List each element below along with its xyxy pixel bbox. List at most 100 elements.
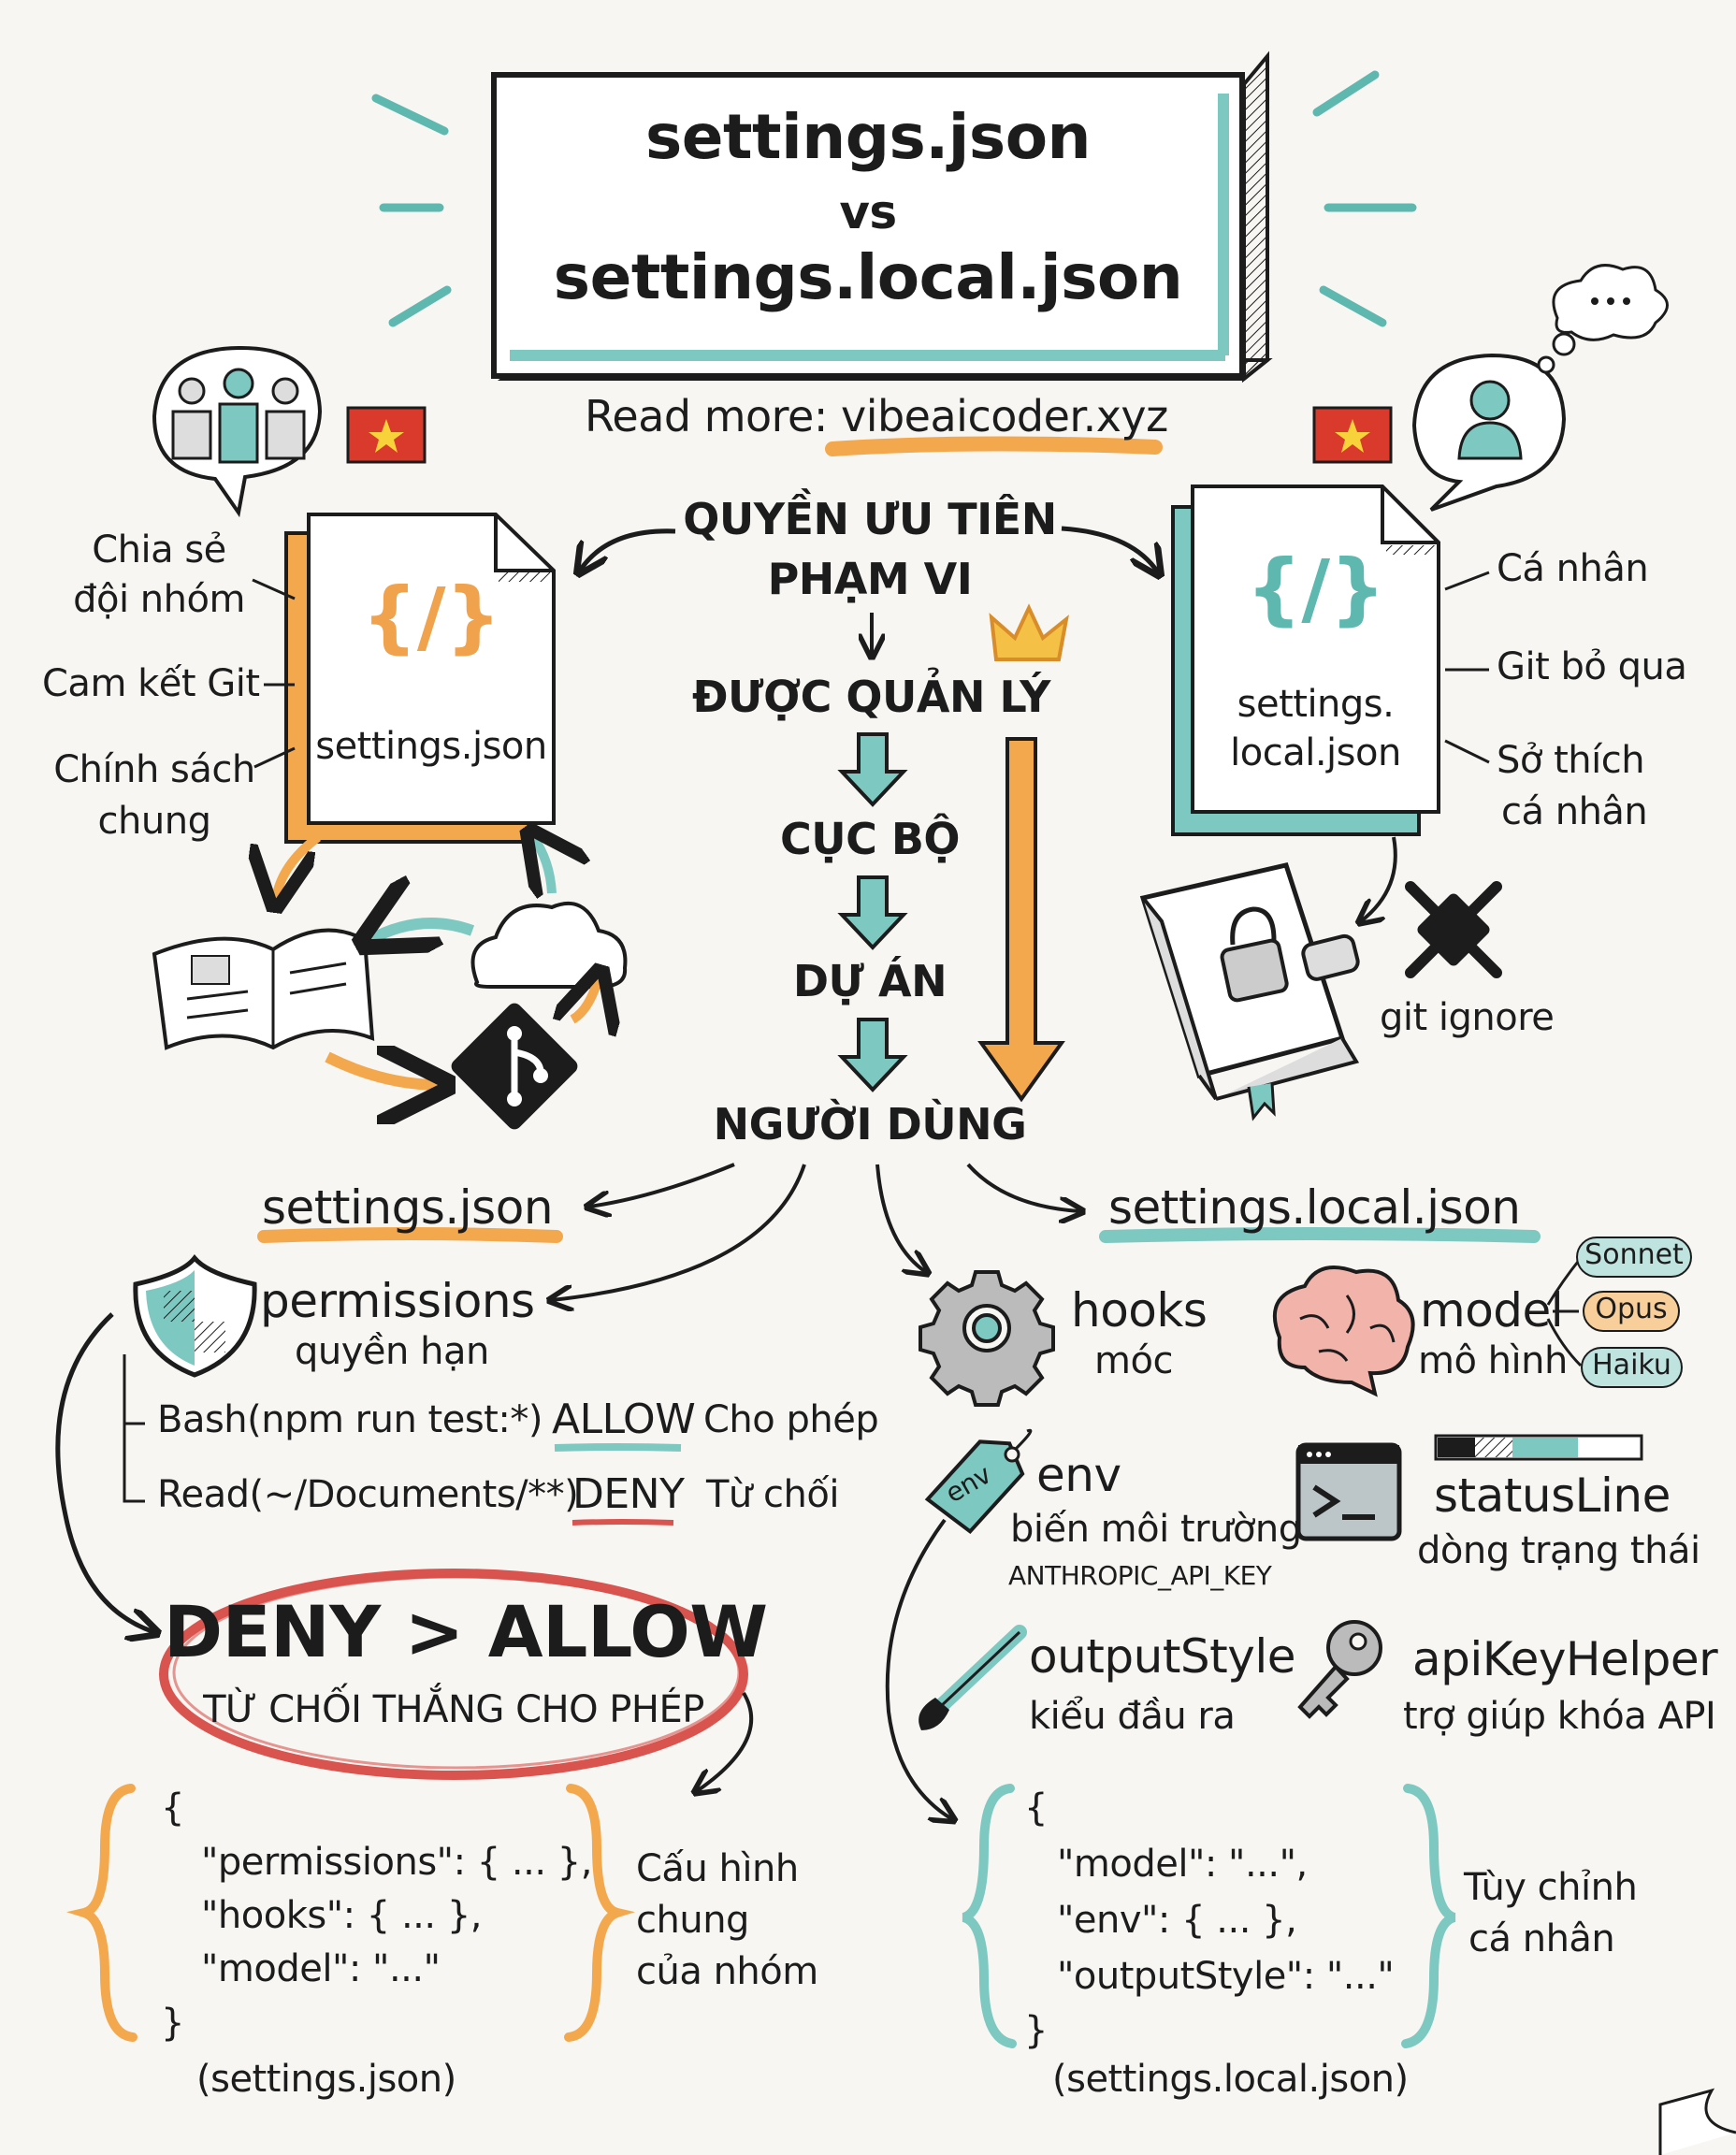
- deny-allow-ellipse: [159, 1569, 748, 1780]
- right-note-preferences: Sở thích: [1497, 739, 1645, 782]
- right-code-line-env: "env": { ... },: [1057, 1899, 1297, 1942]
- rule-read-vi: Từ chối: [706, 1473, 839, 1516]
- left-side-note-3: của nhóm: [636, 1950, 818, 1993]
- flow-step-project: DỰ ÁN: [792, 956, 948, 1006]
- git-icon: [451, 1003, 578, 1130]
- left-side-note-2: chung: [636, 1899, 749, 1942]
- rule-read-deny: DENY: [572, 1470, 685, 1518]
- right-side-note-2: cá nhân: [1468, 1917, 1615, 1960]
- left-doc-code-icon: {/}: [361, 571, 501, 662]
- status-line-label: statusLine: [1434, 1468, 1671, 1523]
- shield-icon: [133, 1253, 257, 1378]
- flow-step-local: CỤC BỘ: [779, 814, 961, 864]
- api-key-helper-vi: trợ giúp khóa API: [1403, 1695, 1716, 1738]
- permissions-vi: quyền hạn: [295, 1330, 489, 1373]
- hooks-label: hooks: [1071, 1283, 1208, 1338]
- deny-over-allow-vi: TỪ CHỐI THẮNG CHO PHÉP: [203, 1688, 704, 1731]
- left-code-open: {: [161, 1786, 184, 1830]
- read-more-link[interactable]: Read more: vibeaicoder.xyz: [585, 391, 1168, 441]
- arrow-to-right-code: [885, 1518, 952, 1819]
- title-line-2: settings.local.json: [553, 241, 1183, 313]
- right-code-brace-open: [962, 1784, 1017, 2048]
- settings-local-json-document: [1171, 485, 1440, 836]
- model-badge-haiku: Haiku: [1581, 1347, 1683, 1388]
- left-code-line-model: "model": "...": [201, 1947, 441, 1990]
- left-side-note-1: Cấu hình: [636, 1847, 799, 1890]
- left-code-caption: (settings.json): [196, 2058, 456, 2101]
- env-key: ANTHROPIC_API_KEY: [1008, 1560, 1272, 1591]
- arrow-to-left-doc: [580, 528, 676, 571]
- rule-bash: Bash(npm run test:*): [157, 1398, 542, 1441]
- cycle-arrows: [276, 837, 599, 1085]
- rule-bash-vi: Cho phép: [703, 1398, 879, 1441]
- left-note-policy: Chính sách: [53, 748, 255, 791]
- left-note-team: đội nhóm: [73, 578, 245, 621]
- left-code-brace-open: [66, 1784, 137, 2042]
- env-label: env: [1036, 1448, 1121, 1502]
- gear-icon: [919, 1270, 1055, 1407]
- hooks-vi: móc: [1094, 1339, 1173, 1382]
- gitignore-label: git ignore: [1380, 996, 1555, 1039]
- right-code-caption: (settings.local.json): [1052, 2058, 1409, 2101]
- env-vi: biến môi trường: [1010, 1508, 1302, 1551]
- title-rays: [371, 70, 1417, 327]
- right-code-line-output-style: "outputStyle": "...": [1057, 1955, 1395, 1998]
- deny-underline: [571, 1519, 674, 1526]
- env-tag-icon: [924, 1428, 1033, 1535]
- allow-underline: [554, 1443, 682, 1452]
- left-doc-label: settings.json: [315, 725, 547, 768]
- left-code-line-permissions: "permissions": { ... },: [201, 1841, 592, 1884]
- model-vi: mô hình: [1418, 1339, 1568, 1382]
- flow-step-managed: ĐƯỢC QUẢN LÝ: [692, 672, 1050, 722]
- left-note-connectors: [252, 578, 296, 769]
- rule-read: Read(~/Documents/**): [157, 1473, 579, 1516]
- flow-heading-line-1: QUYỀN ƯU TIÊN: [683, 494, 1057, 544]
- arrow-to-hooks: [875, 1164, 926, 1272]
- arrow-to-right-doc: [1061, 526, 1158, 572]
- right-doc-code-icon: {/}: [1246, 542, 1385, 634]
- right-doc-label-line-2: local.json: [1230, 731, 1401, 774]
- vietnam-flag-icon-right: [1312, 406, 1393, 464]
- arrow-to-permissions: [552, 1164, 806, 1300]
- rule-bash-allow: ALLOW: [552, 1396, 696, 1443]
- open-book-icon: [152, 928, 375, 1050]
- flow-step-user: NGƯỜI DÙNG: [713, 1099, 1027, 1150]
- left-section-heading: settings.json: [262, 1180, 554, 1235]
- left-code-close: }: [161, 2002, 184, 2045]
- priority-arrow: [977, 737, 1065, 1103]
- right-code-close: }: [1024, 2009, 1048, 2052]
- deny-over-allow: DENY > ALLOW: [164, 1590, 768, 1673]
- settings-json-document: [284, 513, 556, 844]
- teal-flow-arrows: [837, 732, 908, 1092]
- left-note-git: Cam kết Git: [42, 662, 260, 705]
- people-icon: [171, 368, 306, 464]
- title-vs: vs: [839, 185, 897, 239]
- right-note-personal-2: cá nhân: [1501, 790, 1648, 833]
- model-label: model: [1420, 1283, 1564, 1338]
- permissions-tree: [123, 1354, 145, 1503]
- left-code-brace-close: [564, 1784, 635, 2042]
- left-code-line-hooks: "hooks": { ... },: [201, 1894, 482, 1937]
- gitignore-icon: [1405, 881, 1502, 978]
- right-note-git-ignored: Git bỏ qua: [1497, 645, 1687, 688]
- locked-diary-icon: [1139, 862, 1360, 1121]
- terminal-icon: [1295, 1442, 1402, 1541]
- right-code-open: {: [1024, 1786, 1048, 1830]
- right-code-line-model: "model": "...",: [1057, 1843, 1308, 1886]
- status-line-vi: dòng trạng thái: [1417, 1529, 1700, 1572]
- page-curl: [1658, 2088, 1736, 2155]
- brain-icon: [1272, 1266, 1415, 1397]
- output-style-label: outputStyle: [1029, 1629, 1296, 1684]
- status-bar-icon: [1434, 1434, 1643, 1461]
- right-code-brace-close: [1401, 1784, 1456, 2048]
- right-side-note-1: Tùy chỉnh: [1464, 1866, 1638, 1909]
- paintbrush-icon: [919, 1625, 1027, 1730]
- title-box: [491, 51, 1273, 383]
- crown-icon: [989, 603, 1069, 661]
- right-note-connectors: [1444, 571, 1490, 764]
- permissions-label: permissions: [260, 1274, 535, 1328]
- person-speech-bubble: [1411, 264, 1669, 512]
- title-line-1: settings.json: [644, 101, 1092, 173]
